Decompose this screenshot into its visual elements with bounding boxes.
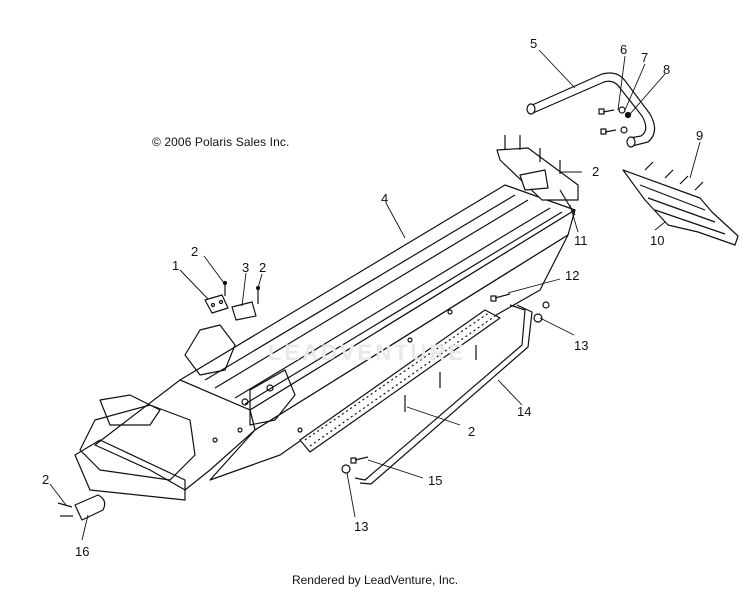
callout-label: 12	[565, 268, 579, 283]
rear-bracket	[496, 147, 579, 216]
callout-label: 13	[354, 519, 368, 534]
callout-label: 13	[574, 338, 588, 353]
leader-lines	[49, 49, 701, 541]
callout-label: 4	[381, 191, 388, 206]
callout-label: 6	[620, 42, 627, 57]
bumper-nut-upper	[533, 301, 550, 323]
screw-bracket-right	[255, 285, 261, 304]
flap-rivet	[644, 161, 704, 191]
handle-screw	[598, 108, 617, 135]
footer-credit: Rendered by LeadVenture, Inc.	[291, 573, 459, 587]
callout-label: 11	[574, 233, 588, 248]
callout-label: 2	[259, 260, 266, 275]
side-bumper	[354, 304, 533, 485]
bracket-right	[231, 301, 257, 321]
handle-washer	[618, 106, 628, 134]
callout-label: 3	[242, 260, 249, 275]
callout-label: 1	[172, 258, 179, 273]
grab-handle	[526, 72, 656, 148]
callout-label: 7	[641, 50, 648, 65]
front-bracket	[74, 494, 106, 521]
callout-labels: 1 2 3 2 4 5 6 7 8 2 9 10 11 12 13 14 2 1…	[42, 36, 703, 559]
snow-flap	[622, 169, 739, 246]
bumper-bolt-lower	[350, 456, 369, 464]
rivet-running-board	[404, 345, 477, 412]
callout-label: 15	[428, 473, 442, 488]
callout-label: 2	[592, 164, 599, 179]
bumper-nut-lower	[341, 464, 351, 474]
screw-bracket-left	[222, 280, 228, 296]
callout-label: 16	[75, 544, 89, 559]
screw-front	[57, 502, 73, 517]
callout-label: 8	[663, 62, 670, 77]
bumper-bolt	[490, 293, 511, 302]
callout-label: 2	[42, 472, 49, 487]
callout-label: 5	[530, 36, 537, 51]
callout-label: 10	[650, 233, 664, 248]
copyright-text: © 2006 Polaris Sales Inc.	[152, 135, 290, 149]
bracket-left	[204, 294, 229, 314]
callout-label: 2	[191, 244, 198, 259]
handle-nut	[624, 111, 632, 119]
tunnel	[74, 184, 576, 501]
watermark: LEADVENTURE	[268, 340, 467, 365]
callout-label: 14	[517, 404, 531, 419]
callout-label: 2	[468, 424, 475, 439]
callout-label: 9	[696, 128, 703, 143]
